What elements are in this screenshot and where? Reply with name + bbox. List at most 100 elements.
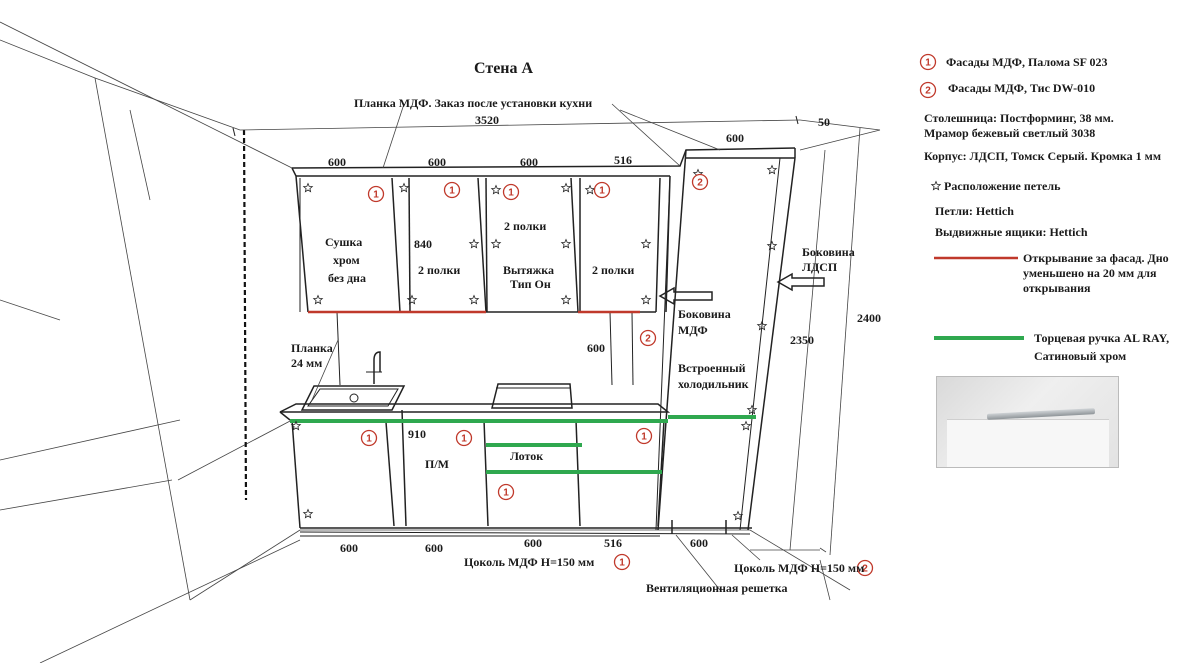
star-icon (732, 510, 744, 521)
marker-number: 1 (373, 190, 379, 201)
hinge-star-markers (290, 164, 942, 521)
star-icon (290, 420, 302, 431)
legend-countertop-1: Столешница: Постформинг, 38 мм. (924, 111, 1114, 125)
planka-note: Планка МДФ. Заказ после установки кухни (354, 96, 592, 110)
star-icon (766, 164, 778, 175)
facade-markers: 1 1 1 1 2 2 1 1 1 1 1 2 1 2 (360, 53, 937, 577)
label-lotok: Лоток (510, 449, 543, 463)
star-icon (746, 404, 758, 415)
circled-number-marker: 1 (502, 183, 520, 201)
dim-2350: 2350 (790, 333, 814, 347)
legend-red-note-1: Открывание за фасад. Дно (1023, 251, 1169, 265)
star-icon (398, 182, 410, 193)
dim-840: 840 (414, 237, 432, 251)
drawing-title: Стена А (474, 60, 534, 77)
circled-number-marker: 2 (856, 559, 874, 577)
dim-lower-5: 600 (690, 536, 708, 550)
dim-total-width: 3520 (475, 113, 499, 127)
circled-number-marker: 1 (360, 429, 378, 447)
marker-number: 1 (503, 488, 509, 499)
label-fridge-2: холодильник (678, 377, 749, 391)
marker-number: 2 (645, 334, 651, 345)
legend-star-icon (930, 180, 942, 191)
circled-number-marker: 1 (635, 427, 653, 445)
star-icon (560, 182, 572, 193)
marker-number: 2 (862, 564, 868, 575)
upper-cabinets (291, 147, 796, 386)
room-outline (0, 21, 851, 664)
circled-number-marker: 2 (639, 329, 657, 347)
dim-910: 910 (408, 427, 426, 441)
circled-number-marker: 2 (919, 81, 937, 99)
label-bokovina-ldsp-2: ЛДСП (802, 260, 838, 274)
star-icon (640, 294, 652, 305)
legend-facade1: Фасады МДФ, Палома SF 023 (946, 55, 1108, 69)
legend-green-note-1: Торцевая ручка AL RAY, (1034, 331, 1169, 345)
fridge-column (655, 148, 796, 531)
label-sushka-3: без дна (328, 271, 366, 285)
star-icon (490, 238, 502, 249)
star-icon (302, 182, 314, 193)
arrow-left-icon (658, 286, 713, 306)
dim-lower-1: 600 (340, 541, 358, 555)
star-icon (406, 294, 418, 305)
label-pm: П/М (425, 457, 449, 471)
dim-upper-4: 516 (614, 153, 632, 167)
star-icon (312, 294, 324, 305)
star-icon (490, 184, 502, 195)
label-shelves-b: 2 полки (504, 219, 546, 233)
label-shelves-c: 2 полки (592, 263, 634, 277)
label-hood-1: Вытяжка (503, 263, 554, 277)
star-icon (468, 238, 480, 249)
circled-number-marker: 2 (691, 173, 709, 191)
marker-number: 1 (366, 434, 372, 445)
marker-number: 1 (599, 186, 605, 197)
label-sushka-2: хром (333, 253, 360, 267)
legend-countertop-2: Мрамор бежевый светлый 3038 (924, 126, 1095, 140)
legend-body: Корпус: ЛДСП, Томск Серый. Кромка 1 мм (924, 149, 1161, 163)
legend: Фасады МДФ, Палома SF 023 Фасады МДФ, Ти… (924, 55, 1169, 363)
legend-drawers: Выдвижные ящики: Hettich (935, 225, 1088, 239)
marker-number: 1 (461, 434, 467, 445)
circled-number-marker: 1 (919, 53, 937, 71)
star-icon (560, 294, 572, 305)
marker-number: 1 (449, 186, 455, 197)
dim-2400: 2400 (857, 311, 881, 325)
label-planka-24-2: 24 мм (291, 356, 322, 370)
arrow-left-icon (776, 272, 825, 292)
label-shelves-a: 2 полки (418, 263, 460, 277)
label-plinth-left: Цоколь МДФ Н=150 мм (464, 555, 594, 569)
marker-number: 2 (697, 178, 703, 189)
marker-number: 2 (925, 86, 931, 97)
label-plinth-right: Цоколь МДФ Н=150 мм (734, 561, 864, 575)
dim-upper-2: 600 (428, 155, 446, 169)
marker-number: 1 (619, 558, 625, 569)
circled-number-marker: 1 (613, 553, 631, 571)
dim-lower-2: 600 (425, 541, 443, 555)
legend-hinges-loc: Расположение петель (944, 179, 1061, 193)
dim-600-side: 600 (587, 341, 605, 355)
star-icon (640, 238, 652, 249)
handle-photo (936, 376, 1119, 468)
dimension-lines (311, 103, 881, 601)
circled-number-marker: 1 (497, 483, 515, 501)
circled-number-marker: 1 (367, 185, 385, 203)
star-icon (756, 320, 768, 331)
label-vent: Вентиляционная решетка (646, 581, 788, 595)
label-bokovina-ldsp-1: Боковина (802, 245, 855, 259)
star-icon (740, 420, 752, 431)
star-icon (766, 240, 778, 251)
legend-facade2: Фасады МДФ, Тис DW-010 (948, 81, 1095, 95)
dim-upper-3: 600 (520, 155, 538, 169)
dim-fridge-depth: 600 (726, 131, 744, 145)
star-icon (584, 184, 596, 195)
dim-lower-3: 600 (524, 536, 542, 550)
circled-number-marker: 1 (593, 181, 611, 199)
circled-number-marker: 1 (443, 181, 461, 199)
star-icon (468, 294, 480, 305)
legend-red-note-2: уменьшено на 20 мм для (1023, 266, 1157, 280)
legend-red-note-3: открывания (1023, 281, 1091, 295)
marker-number: 1 (641, 432, 647, 443)
